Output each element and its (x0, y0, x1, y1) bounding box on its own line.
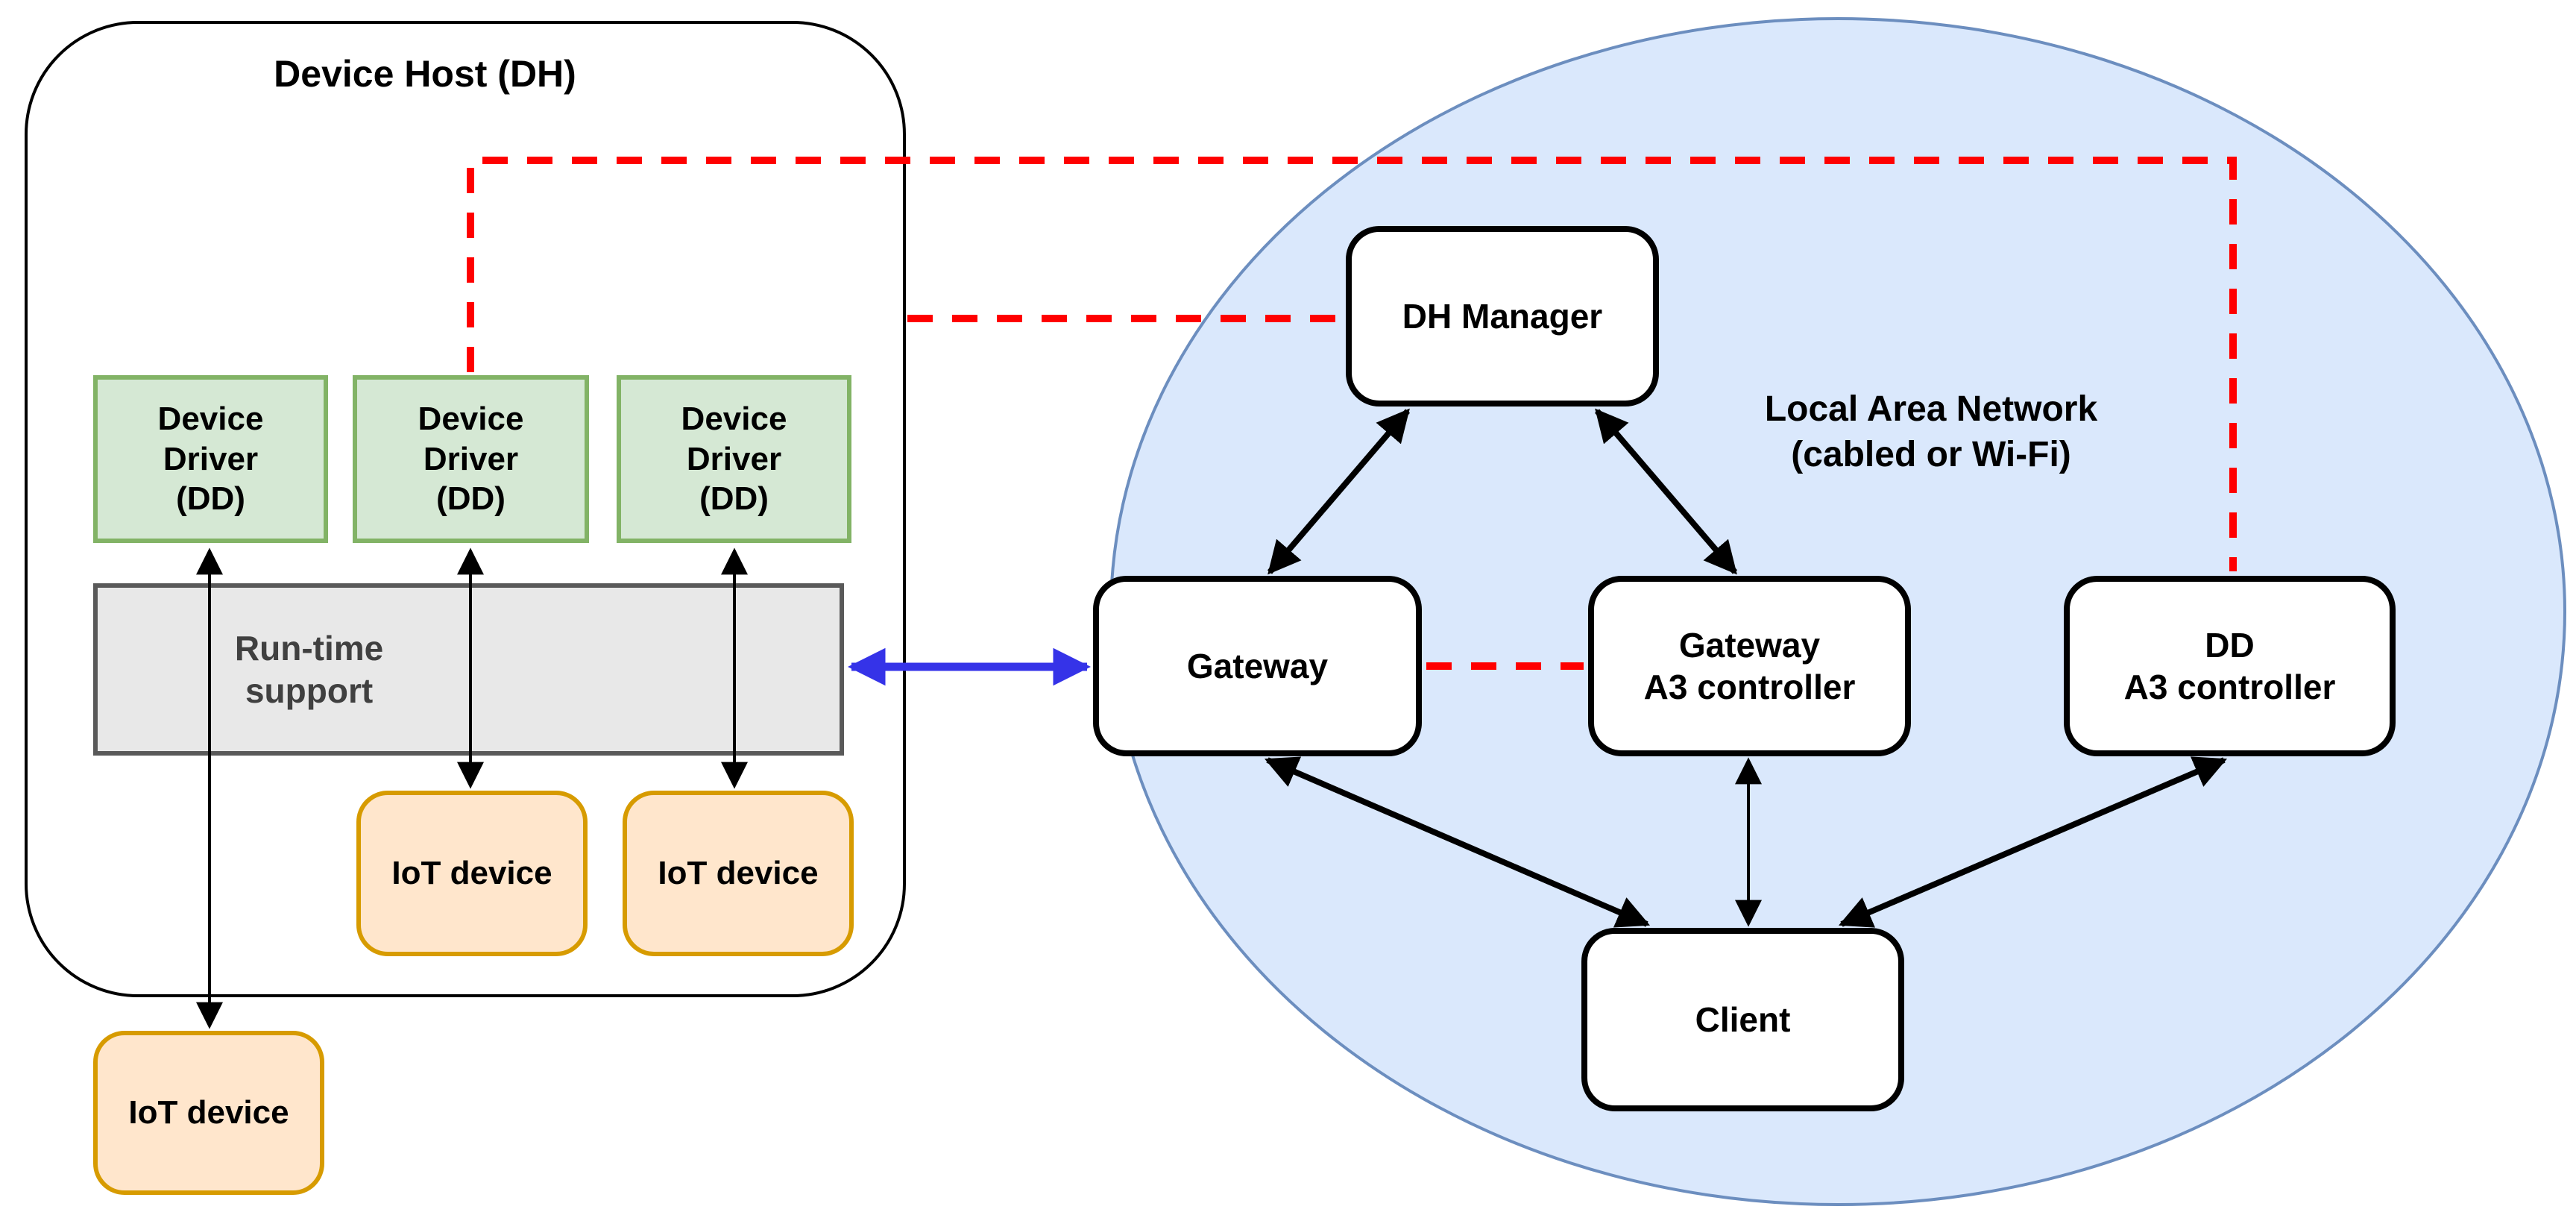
device-driver-box-3: Device Driver (DD) (617, 375, 851, 543)
dh-manager-node: DH Manager (1346, 226, 1659, 407)
gateway-node: Gateway (1093, 576, 1422, 756)
iot-device-label: IoT device (391, 855, 552, 892)
gateway-label: Gateway (1186, 646, 1329, 685)
gateway-a3-controller-node: Gateway A3 controller (1588, 576, 1911, 756)
device-driver-label: Device Driver (DD) (681, 400, 787, 518)
device-driver-label: Device Driver (DD) (418, 400, 524, 518)
runtime-support-label-wrap: Run-time support (98, 588, 520, 751)
iot-device-label: IoT device (658, 855, 819, 892)
device-driver-box-2: Device Driver (DD) (353, 375, 589, 543)
dh-manager-label: DH Manager (1402, 296, 1603, 336)
device-driver-box-1: Device Driver (DD) (93, 375, 328, 543)
iot-device-label: IoT device (128, 1094, 289, 1131)
lan-label: Local Area Network (cabled or Wi-Fi) (1764, 389, 2098, 475)
gateway-a3-controller-label: Gateway A3 controller (1643, 625, 1856, 706)
device-driver-label: Device Driver (DD) (157, 400, 264, 518)
dd-a3-controller-node: DD A3 controller (2064, 576, 2396, 756)
client-label: Client (1695, 999, 1791, 1039)
device-host-title: Device Host (DH) (274, 53, 576, 95)
dd-a3-controller-label: DD A3 controller (2123, 625, 2336, 706)
client-node: Client (1581, 928, 1904, 1111)
iot-device-box-1: IoT device (356, 791, 588, 956)
runtime-support-box: Run-time support (93, 583, 844, 756)
iot-device-box-external: IoT device (93, 1031, 324, 1195)
runtime-support-label: Run-time support (234, 629, 384, 710)
iot-device-box-2: IoT device (623, 791, 854, 956)
